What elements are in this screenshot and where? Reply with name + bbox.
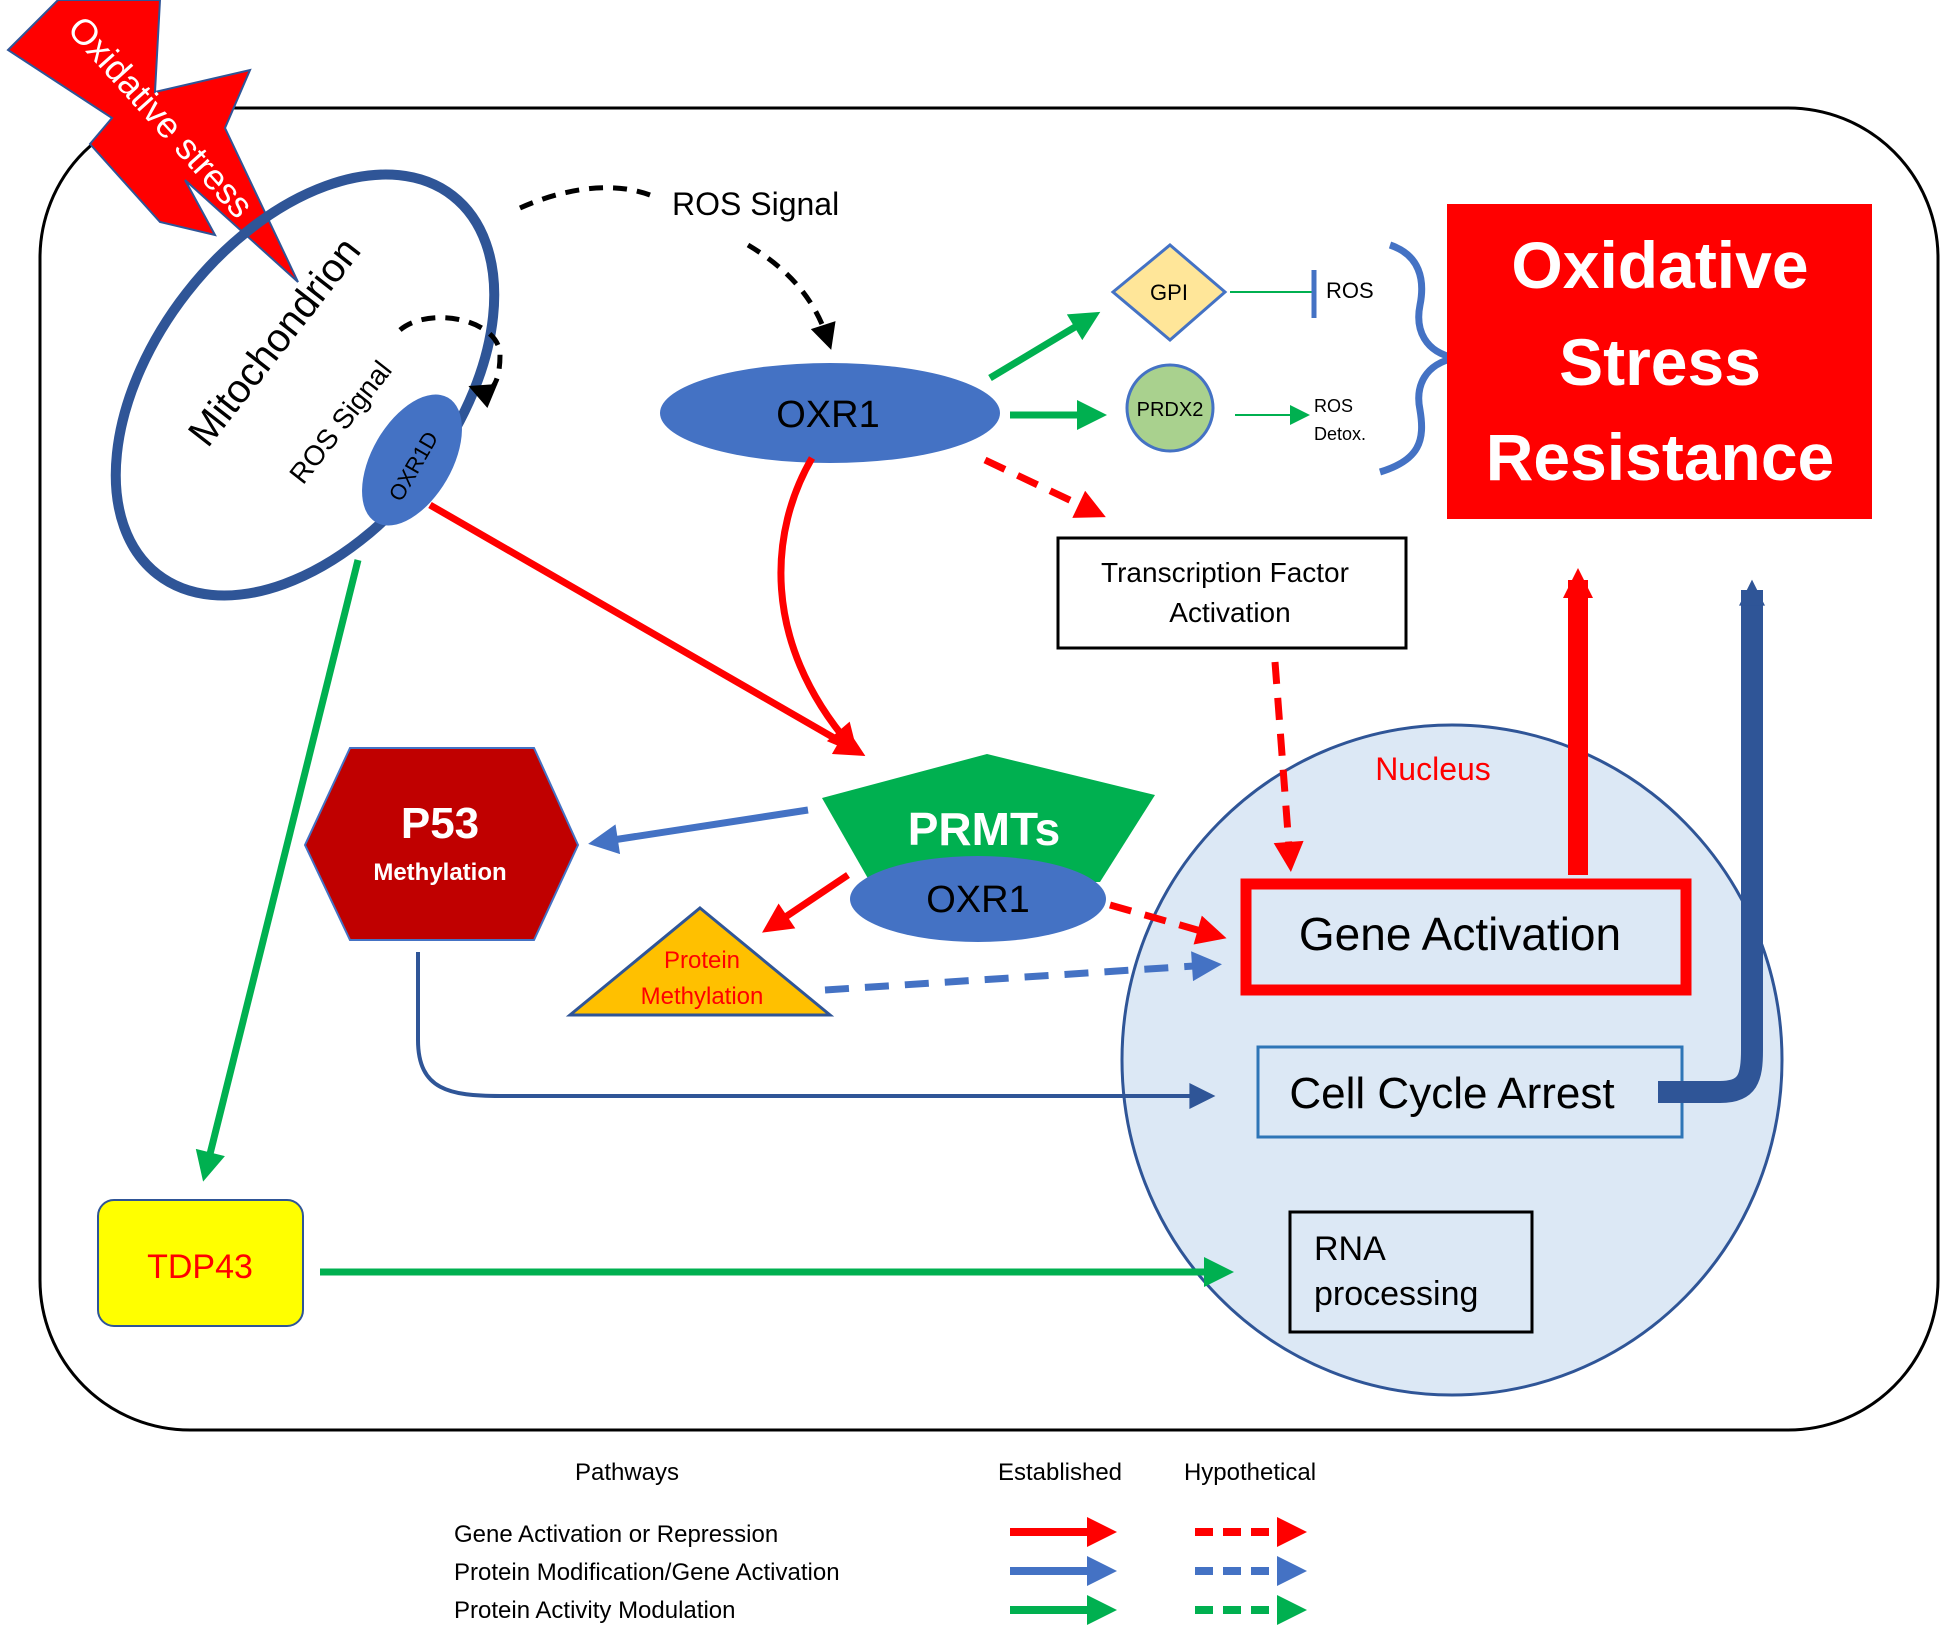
prdx2-circle: [1125, 363, 1215, 453]
prmts-shape: [822, 754, 1155, 882]
ros-signal-top-arrow-b: [746, 242, 836, 350]
cell-cycle-arrest-box: [1256, 1045, 1684, 1139]
legend: Pathways Established Hypothetical Gene A…: [454, 1459, 1316, 1625]
ros-signal-loop-arrow: [398, 315, 503, 408]
arrow-oxr1-to-tf: [983, 456, 1106, 518]
arrow-tf-to-gene-activation: [1271, 661, 1304, 872]
legend-hypothetical-header: Hypothetical: [1184, 1459, 1316, 1486]
ros-inhibited-label: ROS: [1326, 278, 1374, 303]
oxidative-stress-resistance-box: [1447, 204, 1872, 519]
curly-brace: [1378, 241, 1456, 476]
gpi-label: GPI: [1150, 280, 1188, 305]
cell-cycle-arrest-label: Cell Cycle Arrest: [1289, 1069, 1614, 1118]
arrow-oxr1-to-prmts: [777, 456, 858, 755]
oxr1d-ellipse: [362, 394, 462, 526]
oxr1-complex-label: OXR1: [926, 879, 1029, 921]
resistance-line-2: Stress: [1559, 325, 1761, 399]
p53-hexagon: [303, 747, 580, 941]
oxr1-complex-ellipse: [850, 856, 1106, 942]
arrow-oxr1d-to-prmts: [428, 501, 866, 756]
arrow-cell-cycle-to-resistance: [1658, 579, 1765, 1103]
tf-label-1: Transcription Factor: [1101, 557, 1349, 588]
arrow-oxr1-to-gpi: [988, 311, 1101, 382]
gene-activation-box: [1240, 878, 1692, 996]
gpi-diamond: [1110, 243, 1228, 342]
legend-established-header: Established: [998, 1459, 1122, 1486]
arrow-prmts-to-p53: [588, 806, 809, 855]
ros-detox-label-2: Detox.: [1314, 424, 1366, 444]
arrow-protein-meth-to-gene-activation: [824, 951, 1222, 994]
legend-pathways-header: Pathways: [575, 1459, 679, 1486]
legend-row-1-label: Gene Activation or Repression: [454, 1521, 778, 1548]
ros-detox-label-1: ROS: [1314, 396, 1353, 416]
tdp43-label: TDP43: [147, 1248, 253, 1286]
protein-meth-label-1: Protein: [664, 947, 740, 974]
legend-row-3-label: Protein Activity Modulation: [454, 1597, 735, 1624]
prdx2-label: PRDX2: [1137, 399, 1204, 421]
tdp43-box: [97, 1199, 304, 1327]
resistance-line-1: Oxidative: [1511, 228, 1808, 302]
ros-signal-top-arrow-a: [518, 185, 651, 211]
arrow-oxr1-complex-to-gene-activation: [1109, 901, 1227, 945]
cell-boundary: [38, 106, 1940, 1432]
arrow-p53-to-cell-cycle: [416, 952, 1216, 1109]
rna-label-2: processing: [1314, 1275, 1478, 1313]
arrow-prmts-to-protein-meth: [762, 872, 850, 933]
gene-activation-label: Gene Activation: [1299, 908, 1621, 960]
legend-row-2-label: Protein Modification/Gene Activation: [454, 1559, 840, 1586]
prmts-label: PRMTs: [908, 803, 1061, 855]
tf-label-2: Activation: [1169, 597, 1290, 628]
rna-processing-box: [1288, 1210, 1534, 1334]
p53-sub-label: Methylation: [373, 859, 506, 886]
oxr1-top-label: OXR1: [776, 394, 879, 436]
resistance-line-3: Resistance: [1486, 420, 1835, 494]
arrow-oxr1d-to-tdp43: [195, 559, 362, 1182]
protein-methylation-triangle: [565, 906, 835, 1017]
protein-meth-label-2: Methylation: [641, 983, 764, 1010]
p53-label: P53: [401, 799, 479, 848]
rna-label-1: RNA: [1314, 1230, 1386, 1268]
transcription-factor-box: [1056, 536, 1408, 650]
oxr1-top-ellipse: [660, 363, 1000, 463]
ros-signal-top-label: ROS Signal: [672, 186, 839, 222]
oxidative-stress-bolt: [6, 0, 299, 283]
nucleus-label: Nucleus: [1375, 751, 1491, 787]
